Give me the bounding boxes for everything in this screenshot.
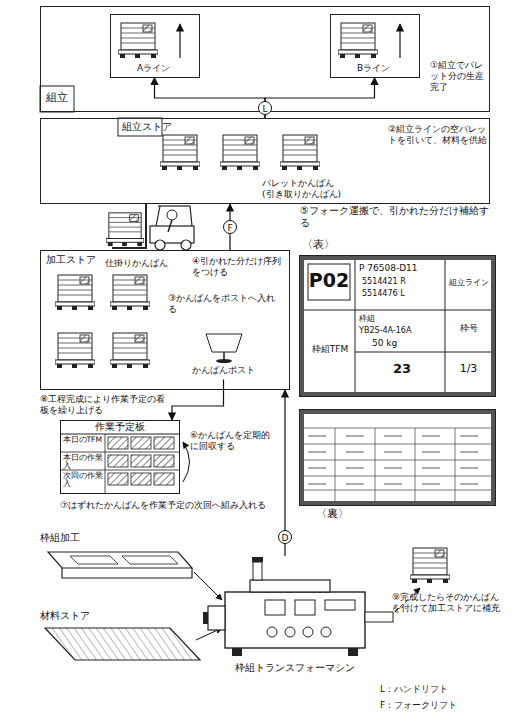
region-box: かんばんポスト 加工ストア (40, 250, 290, 390)
step-note: ⑥かんばんを定期的に回収する (190, 430, 274, 452)
node-heading: 〈表〉 (302, 239, 335, 252)
node-text: 枠号 (447, 323, 490, 333)
node-heading: 作業予定板 (61, 421, 178, 433)
node-text: 本日のTFM (63, 436, 104, 445)
node-text: 組立ライン (447, 278, 490, 287)
machine-illustration (203, 557, 393, 656)
node-heading: Aライン (110, 63, 198, 73)
step-note: ②組立ラインの空パレットを引いて、材料を供給 (388, 124, 488, 146)
step-note: ④引かれた分だけ序列をつける (192, 256, 286, 278)
legend-text: F：フォークリフト (380, 700, 457, 710)
node-heading: 加工ストア (46, 254, 96, 266)
node-text: 5514421 R (362, 277, 406, 286)
transfer-machine: 枠組トランスフォーマシン (205, 556, 385, 678)
step-note: ⑤フォーク運搬で、引かれた分だけ補給する (300, 205, 492, 229)
node-text: 次回の作業入 (63, 472, 104, 489)
route-letter: D (278, 530, 292, 544)
legend-text: L：ハンドリフト (380, 684, 448, 694)
node-text: 枠組 (359, 314, 375, 323)
node-text: 5514476 L (362, 289, 405, 298)
line-box: Bライン (330, 14, 420, 78)
node-text: P 76508-D11 (359, 263, 418, 273)
schedule-board: 作業予定板本日のTFM 本日の作業入次回の作業入 (60, 420, 180, 494)
part-label: 枠組加工 (40, 532, 80, 544)
node-text: 23 (360, 362, 444, 377)
node-text: 50 kg (372, 338, 397, 348)
step-note: ⑧工程完成により作業予定の看板を繰り上げる (40, 394, 166, 416)
route-letter: L (258, 101, 272, 115)
forklift (106, 204, 194, 250)
node-text: 枠組TFM (306, 344, 354, 354)
legend-entry: F：フォークリフト (380, 700, 457, 711)
node-text: 本日の作業入 (63, 454, 104, 471)
node-text: YB2S-4A-16A (359, 326, 411, 335)
node-heading: 枠組トランスフォーマシン (210, 662, 380, 674)
node-text: 1/3 (447, 363, 490, 376)
node-heading: 組立 (46, 92, 68, 105)
kanban-card-back: 〈裏〉 (300, 410, 495, 505)
kanban-card-front: 〈表〉P02P 76508-D115514421 R5514476 L組立ライン… (300, 256, 495, 396)
legend-entry: L：ハンドリフト (380, 684, 448, 695)
node-heading: かんばんポスト (186, 365, 262, 375)
step-note: ⑦はずれたかんばんを作業予定の次回へ組み入れる (60, 500, 275, 511)
region-box: Aライン Bライン組立 (40, 6, 490, 112)
node-text: P02 (308, 270, 350, 292)
node-heading: 〈裏〉 (316, 508, 349, 521)
route-letter: F (223, 220, 237, 234)
node-heading: 組立ストア (122, 121, 172, 133)
line-box: Aライン (110, 14, 200, 78)
part-label: パレットかんばん (262, 178, 334, 189)
kanban-post: かんばんポスト (186, 328, 262, 380)
node-heading: Bライン (330, 63, 418, 73)
part-label: (引き取りかんばん) (262, 189, 341, 200)
part-label: 仕掛りかんばん (105, 258, 168, 269)
step-note: ⑨完成したらそのかんばんを付けて加工ストアに補充 (392, 592, 502, 614)
flow-arrow (172, 380, 224, 421)
frame-part (48, 552, 192, 578)
part-label: 材料ストア (40, 610, 90, 622)
step-note: ③かんばんをポストへ入れる (168, 293, 282, 315)
step-note: ①組立でパレット分の生産完了 (430, 60, 488, 92)
